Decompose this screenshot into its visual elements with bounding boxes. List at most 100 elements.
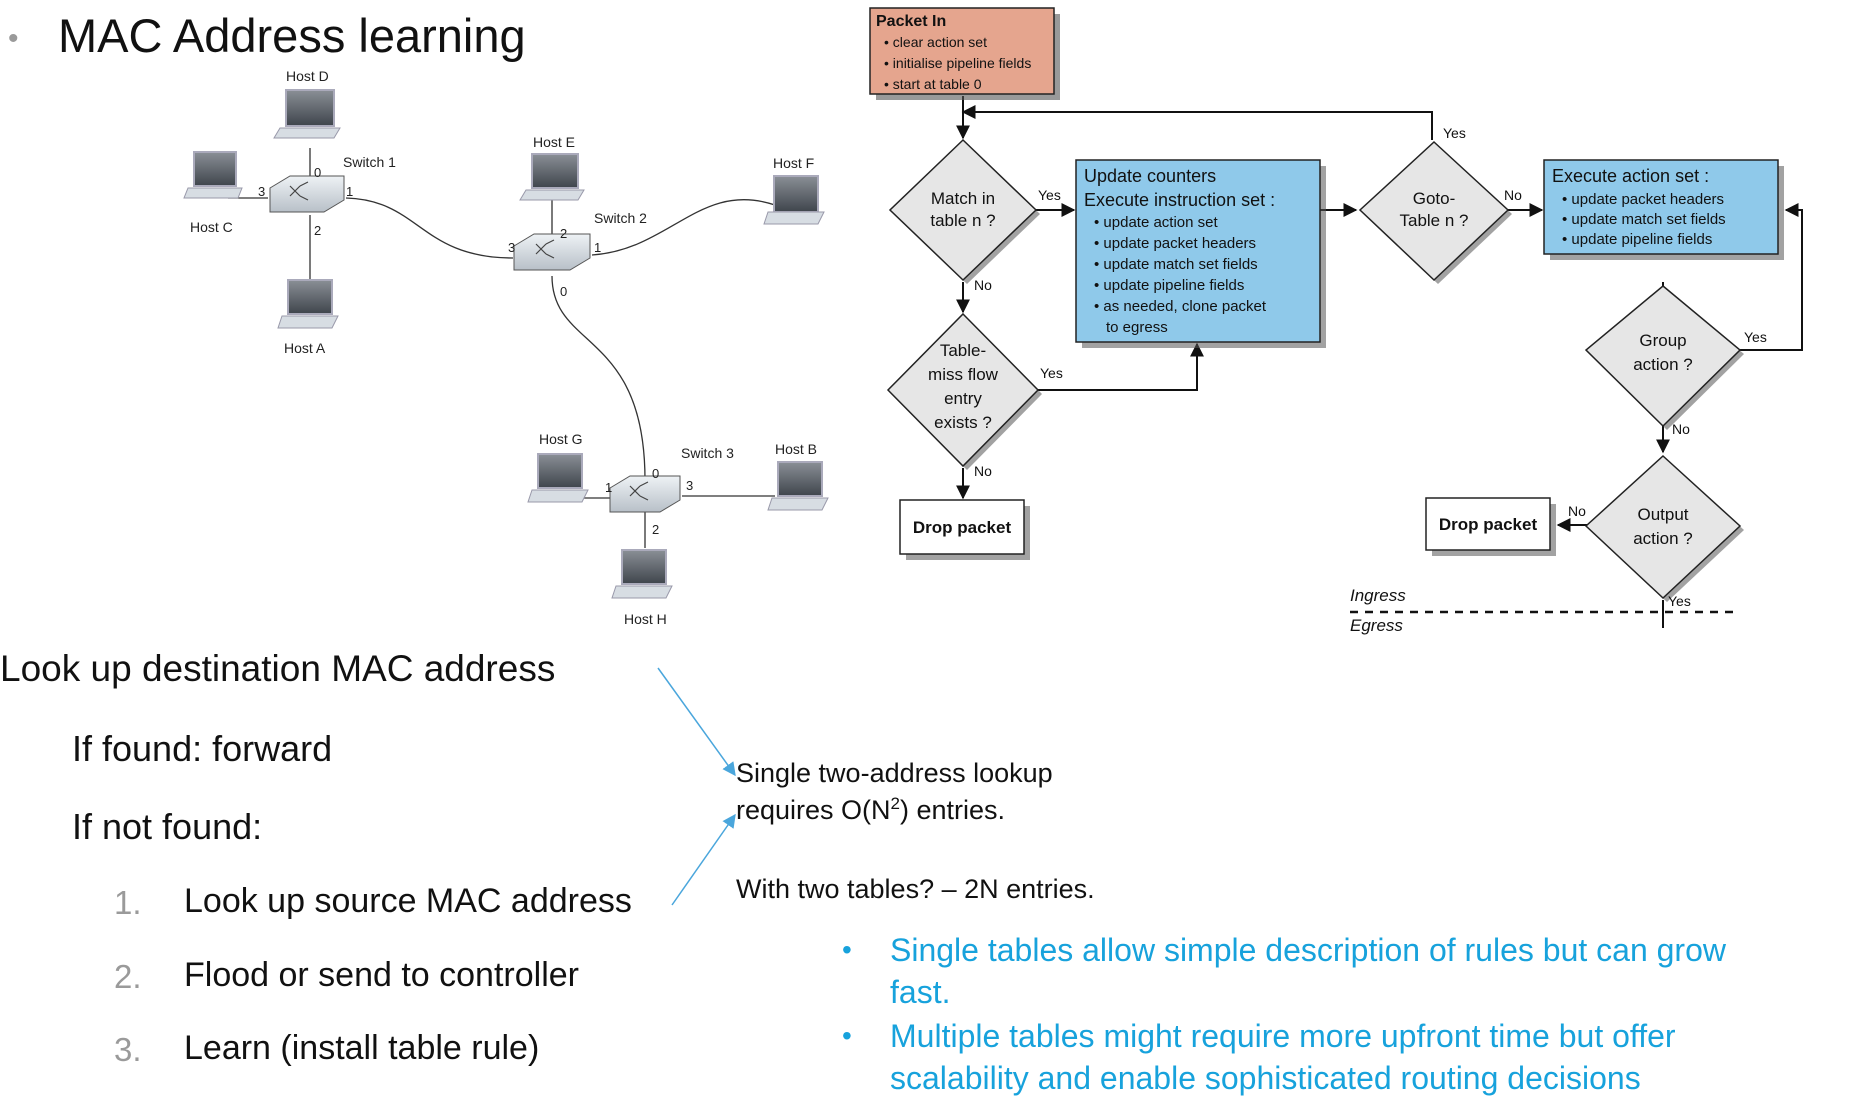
host-a-icon <box>277 279 339 329</box>
drop-packet-left-box: Drop packet <box>899 499 1030 560</box>
host-c-icon <box>183 151 243 199</box>
list-item-2: Flood or send to controller <box>184 956 579 994</box>
list-num-2: 2. <box>114 958 142 995</box>
bullet-1-line-1: Single tables allow simple description o… <box>890 932 1726 968</box>
host-f-icon <box>763 175 825 225</box>
output-decision: Output action ? <box>1584 454 1744 602</box>
annotation-line-2: requires O(N2) entries. <box>736 794 1006 825</box>
page-title: MAC Address learning <box>58 9 526 62</box>
host-f-label: Host F <box>773 155 814 171</box>
annotation-two-tables: With two tables? – 2N entries. <box>736 874 1095 904</box>
s3-port-1: 1 <box>605 480 612 495</box>
host-e-label: Host E <box>533 134 575 150</box>
host-h-icon <box>611 549 673 599</box>
s1-port-3: 3 <box>258 184 265 199</box>
step-if-found: If found: forward <box>72 728 333 769</box>
switch-2-icon <box>513 233 591 271</box>
step-lookup-destination: Look up destination MAC address <box>0 648 556 689</box>
match-yes-label: Yes <box>1038 187 1061 203</box>
list-num-3: 3. <box>114 1031 142 1068</box>
svg-text:• update pipeline fields: • update pipeline fields <box>1562 231 1712 248</box>
packet-in-title: Packet In <box>876 13 946 30</box>
svg-text:• initialise pipeline fields: • initialise pipeline fields <box>884 55 1031 71</box>
output-yes-label: Yes <box>1668 593 1691 609</box>
bullet-2-line-2: scalability and enable sophisticated rou… <box>890 1060 1641 1096</box>
host-h-label: Host H <box>624 611 667 627</box>
goto-decision: Goto- Table n ? <box>1358 140 1512 284</box>
s2-port-0: 0 <box>560 284 567 299</box>
svg-text:• update pipeline fields: • update pipeline fields <box>1094 277 1244 294</box>
network-links <box>228 148 776 548</box>
bullet-1-line-2: fast. <box>890 974 951 1010</box>
group-decision: Group action ? <box>1584 285 1744 430</box>
host-e-icon <box>519 153 585 201</box>
update-item: as needed, clone packet <box>1103 298 1266 315</box>
update-line-2: Execute instruction set : <box>1084 190 1275 210</box>
output-no-label: No <box>1568 503 1586 519</box>
group-no-label: No <box>1672 421 1690 437</box>
packet-in-item: start at table 0 <box>893 76 982 92</box>
switch-3-label: Switch 3 <box>681 445 734 461</box>
execute-item: update match set fields <box>1571 211 1725 228</box>
match-no-label: No <box>974 277 992 293</box>
svg-text:• update action set: • update action set <box>1094 214 1219 231</box>
s3-port-0: 0 <box>652 466 659 481</box>
s2-port-2: 2 <box>560 226 567 241</box>
update-line-1: Update counters <box>1084 166 1216 186</box>
update-box: Update counters Execute instruction set … <box>1075 159 1326 348</box>
list-item-1: Look up source MAC address <box>184 882 632 920</box>
update-item: update match set fields <box>1103 256 1257 273</box>
svg-text:• update match set fields: • update match set fields <box>1562 211 1726 228</box>
svg-text:• clear action set: • clear action set <box>884 34 987 50</box>
bullet-2-line-1: Multiple tables might require more upfro… <box>890 1018 1676 1054</box>
s3-port-2: 2 <box>652 522 659 537</box>
arrow-from-source-lookup <box>671 813 736 906</box>
goto-no-label: No <box>1504 187 1522 203</box>
packet-in-item: initialise pipeline fields <box>893 55 1032 71</box>
drop-packet-right-box: Drop packet <box>1425 497 1556 556</box>
svg-text:• as needed, clone packet: • as needed, clone packet <box>1094 298 1267 315</box>
host-d-icon <box>273 89 341 139</box>
svg-text:• start at table 0: • start at table 0 <box>884 76 982 92</box>
s2-port-3: 3 <box>508 240 515 255</box>
table-miss-line-2: miss flow <box>928 365 999 384</box>
s1-port-1: 1 <box>346 184 353 199</box>
host-d-label: Host D <box>286 68 329 84</box>
s1-port-2: 2 <box>314 223 321 238</box>
goto-line-2: Table n ? <box>1400 211 1469 230</box>
group-yes-label: Yes <box>1744 329 1767 345</box>
arrow-from-dest-lookup <box>657 667 736 777</box>
bullet-mark-2: • <box>842 1020 852 1051</box>
host-a-label: Host A <box>284 340 326 356</box>
bullet-mark-1: • <box>842 934 852 965</box>
match-line-2: table n ? <box>930 211 995 230</box>
match-decision: Match in table n ? <box>888 138 1040 284</box>
drop-right-label: Drop packet <box>1439 515 1538 534</box>
table-miss-line-3: entry <box>944 389 982 408</box>
execute-item: update packet headers <box>1571 191 1724 208</box>
table-miss-line-1: Table- <box>940 341 986 360</box>
step-if-not-found: If not found: <box>72 806 263 847</box>
goto-line-1: Goto- <box>1413 189 1456 208</box>
annotation-line-1: Single two-address lookup <box>736 758 1053 788</box>
group-line-1: Group <box>1639 331 1686 350</box>
match-line-1: Match in <box>931 189 995 208</box>
s3-port-3: 3 <box>686 478 693 493</box>
switch-3-icon <box>609 475 681 513</box>
s2-port-1: 1 <box>594 240 601 255</box>
table-miss-no-label: No <box>974 463 992 479</box>
output-line-1: Output <box>1637 505 1688 524</box>
output-line-2: action ? <box>1633 529 1693 548</box>
group-line-2: action ? <box>1633 355 1693 374</box>
list-num-1: 1. <box>114 884 142 921</box>
execute-item: update pipeline fields <box>1571 231 1712 248</box>
update-item: update action set <box>1103 214 1218 231</box>
host-g-label: Host G <box>539 431 583 447</box>
drop-left-label: Drop packet <box>913 518 1012 537</box>
goto-yes-label: Yes <box>1443 125 1466 141</box>
title-bullet: • <box>8 22 19 55</box>
host-c-label: Host C <box>190 219 233 235</box>
table-miss-decision: Table- miss flow entry exists ? <box>886 312 1042 470</box>
list-item-3: Learn (install table rule) <box>184 1029 540 1067</box>
